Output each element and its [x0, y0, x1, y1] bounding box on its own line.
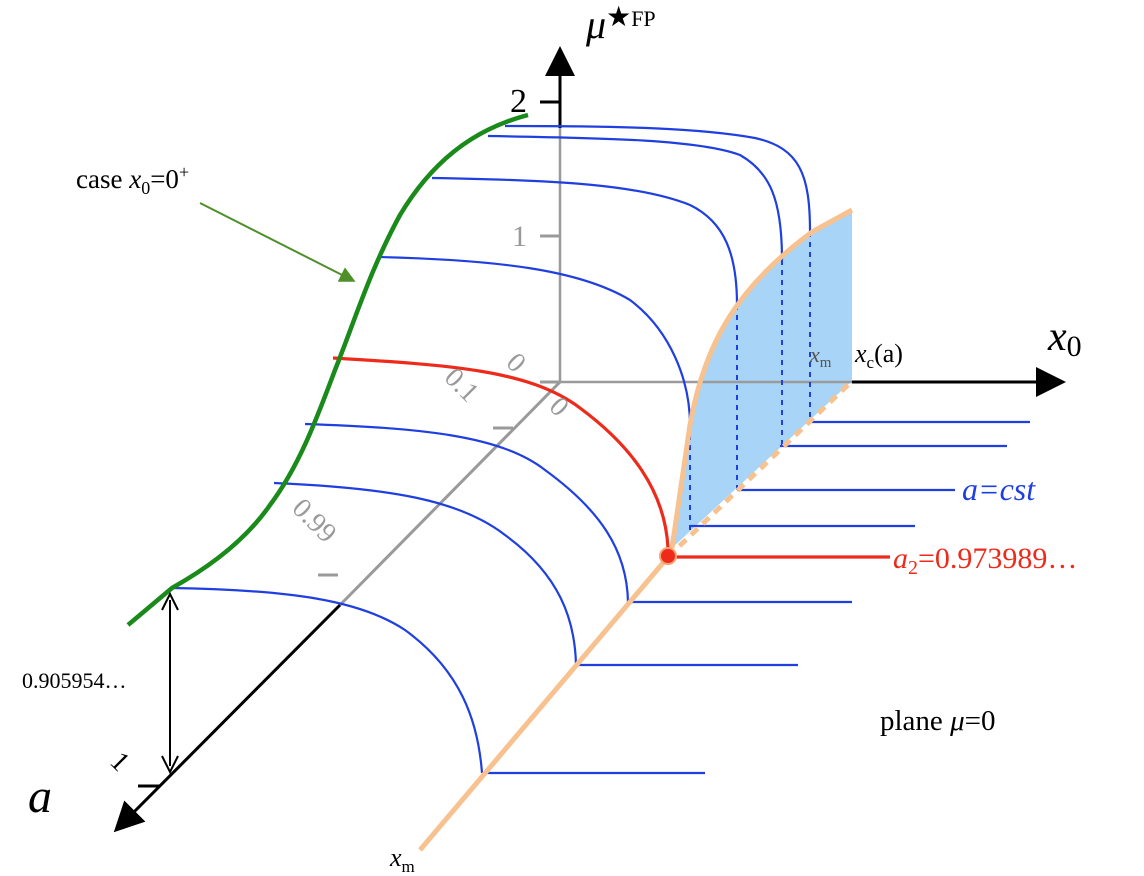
height-arrow-top — [161, 591, 179, 611]
shaded-region — [672, 210, 852, 548]
a-axis — [113, 603, 342, 833]
a-axis-label: a — [28, 770, 52, 823]
peach-xc-curve — [669, 207, 854, 549]
mu-axis-label: μ★FP — [585, 2, 656, 47]
xm-label-bottom: xm — [389, 843, 415, 876]
blue-curve-4 — [377, 255, 692, 426]
mu-tick-label-1: 1 — [512, 220, 527, 253]
a-tick-label-0.1: 0.1 — [438, 362, 485, 409]
peach-dashed-xm — [666, 379, 854, 559]
a2-point — [659, 547, 677, 565]
a-tick-label-0.99: 0.99 — [286, 493, 343, 550]
case-label: case x0=0+ — [76, 162, 189, 198]
blue-curve-7 — [171, 586, 484, 774]
case-arrow — [199, 202, 356, 282]
blue-curve-5 — [304, 422, 630, 603]
xc-label: xc(a) — [854, 339, 903, 372]
a-tick-label-1: 1 — [104, 746, 136, 778]
xm-label-top: xm — [809, 342, 832, 371]
a-axis-gray — [338, 380, 562, 607]
green-curve — [126, 112, 529, 627]
peach-xm-line — [418, 555, 670, 852]
blue-curve-3 — [431, 176, 739, 306]
blue-curve-1 — [504, 124, 812, 233]
height-label: 0.905954… — [22, 668, 127, 693]
a-cst-label: a=cst — [962, 471, 1036, 507]
a2-label: a2=0.973989… — [893, 542, 1077, 579]
mu-tick-label-2: 2 — [510, 83, 527, 120]
x0-axis-label: x0 — [1047, 314, 1082, 363]
plane-label: plane μ=0 — [880, 705, 995, 737]
red-curve — [332, 356, 670, 549]
blue-curve-6 — [273, 481, 578, 666]
mu-tick-label-0: 0 — [500, 347, 532, 379]
blue-curve-2 — [487, 134, 784, 261]
height-arrow-bottom — [161, 755, 179, 775]
